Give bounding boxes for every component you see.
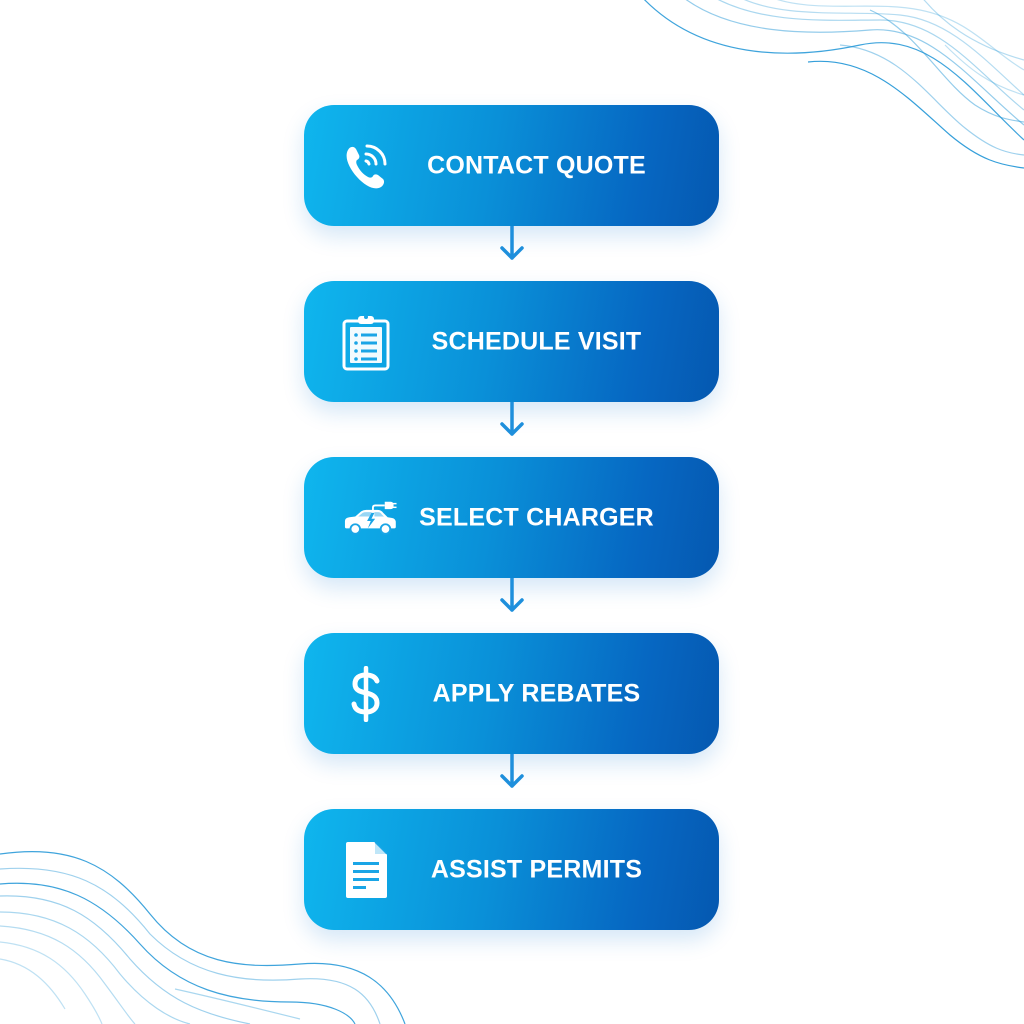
phone-ringing-icon (334, 134, 398, 198)
step-assist-permits[interactable]: ASSIST PERMITS (304, 809, 719, 930)
step-schedule-visit[interactable]: SCHEDULE VISIT (304, 281, 719, 402)
electric-car-plug-icon (334, 486, 398, 550)
step-label: SCHEDULE VISIT (431, 327, 642, 355)
arrow-down-icon (500, 226, 524, 260)
step-label: APPLY REBATES (432, 679, 641, 707)
arrow-down-icon (500, 578, 524, 612)
document-icon (334, 838, 398, 902)
step-select-charger[interactable]: SELECT CHARGER (304, 457, 719, 578)
arrow-down-icon (500, 754, 524, 788)
step-contact-quote[interactable]: CONTACT QUOTE (304, 105, 719, 226)
step-label: ASSIST PERMITS (430, 855, 643, 883)
step-apply-rebates[interactable]: APPLY REBATES (304, 633, 719, 754)
clipboard-list-icon (334, 310, 398, 374)
arrow-down-icon (500, 402, 524, 436)
step-label: CONTACT QUOTE (427, 151, 646, 179)
dollar-sign-icon (334, 662, 398, 726)
step-label: SELECT CHARGER (419, 503, 654, 531)
